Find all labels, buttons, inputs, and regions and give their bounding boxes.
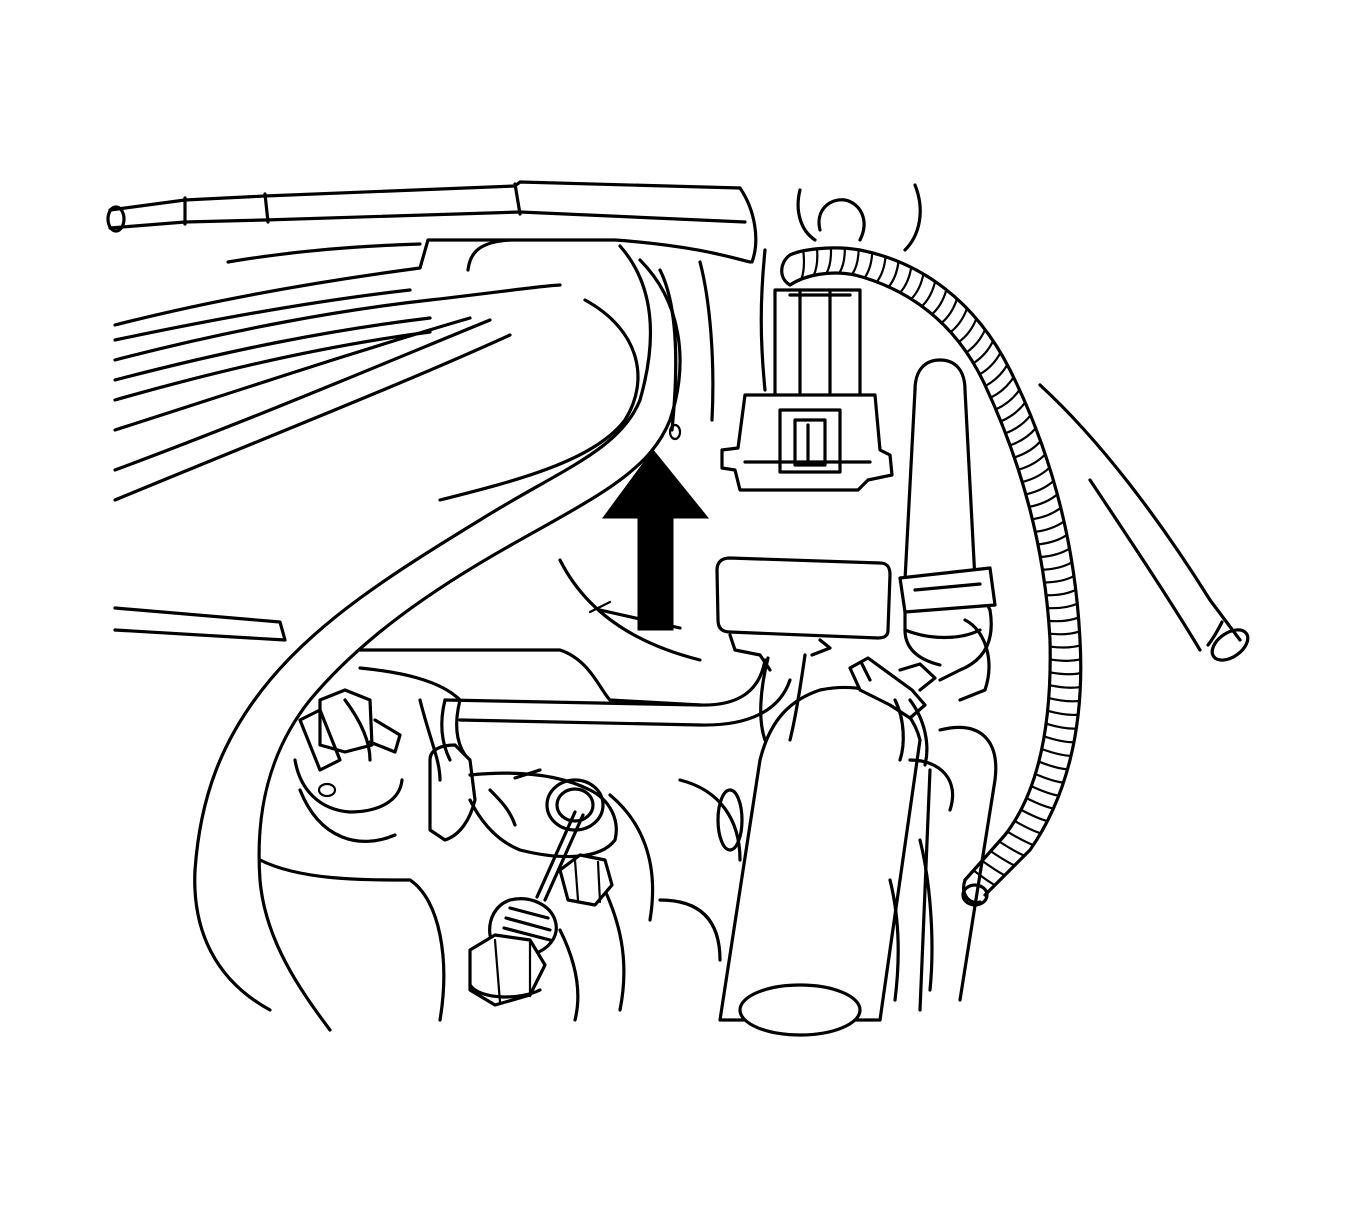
hose-clamp: [848, 656, 937, 767]
loom-rib: [1048, 630, 1081, 636]
loom-rib: [984, 363, 1009, 388]
loom-rib: [1034, 772, 1065, 784]
loom-rib: [999, 401, 1027, 423]
intake-manifold: [113, 238, 752, 1032]
vacuum-hose: [898, 358, 997, 702]
loom-rib: [899, 266, 913, 294]
loom-rib: [1024, 479, 1055, 496]
loom-rib: [1049, 658, 1082, 662]
loom-rib: [1037, 760, 1069, 771]
corrugated-wiring-loom: [780, 246, 1083, 907]
loom-rib: [1013, 819, 1042, 835]
loom-rib: [910, 272, 925, 301]
loom-rib: [1030, 785, 1060, 797]
loom-rib: [1013, 440, 1042, 459]
loom-rib: [1034, 520, 1066, 533]
loom-rib: [1025, 797, 1055, 810]
loom-rib: [887, 260, 900, 288]
loom-rib: [851, 248, 860, 276]
sensor-mount: [428, 743, 618, 859]
loom-rib: [1039, 547, 1071, 559]
loom-rib: [994, 388, 1021, 411]
loom-rib: [981, 859, 1006, 877]
loom-rib: [949, 307, 969, 334]
direction-arrow: [602, 449, 710, 631]
loom-rib: [1028, 493, 1059, 508]
loom-rib: [930, 288, 948, 316]
loom-rib: [989, 376, 1015, 399]
loom-rib: [1047, 696, 1081, 703]
mounting-bolt: [468, 810, 585, 1007]
loom-rib: [812, 247, 819, 277]
loom-rib: [1017, 453, 1047, 471]
loom-rib: [1049, 644, 1082, 649]
loom-rib: [1046, 602, 1079, 610]
engine-block: [258, 698, 744, 1022]
loom-rib: [1036, 533, 1068, 546]
loom-rib: [1008, 427, 1037, 447]
loom-rib: [1045, 588, 1077, 597]
loom-rib: [863, 251, 874, 279]
loom-rib: [965, 328, 987, 354]
loom-rib: [1043, 735, 1076, 744]
loom-rib: [825, 246, 833, 275]
loom-rib: [1021, 466, 1051, 484]
loom-rib: [1046, 709, 1080, 717]
coolant-hose: [718, 685, 998, 1037]
loom-rib: [1044, 722, 1078, 730]
loom-rib: [1043, 574, 1076, 584]
loom-rib: [838, 247, 846, 275]
harness-cable: [106, 180, 758, 264]
large-hose: [1038, 383, 1250, 662]
loom-rib: [1031, 506, 1062, 521]
loom-rib: [800, 249, 806, 281]
loom-rib: [920, 280, 937, 308]
loom-rib: [957, 317, 978, 344]
loom-rib: [1048, 684, 1082, 689]
retaining-nut: [558, 853, 614, 907]
loom-rib: [989, 850, 1016, 867]
loom-rib: [875, 255, 887, 284]
loom-rib: [998, 840, 1026, 857]
loom-rib: [972, 869, 996, 887]
wiring-harness-connector: [720, 288, 894, 492]
mounting-bracket: [759, 183, 922, 392]
fuel-line: [440, 658, 792, 762]
loom-rib: [940, 297, 959, 324]
loom-rib: [972, 339, 995, 365]
loom-rib: [1006, 830, 1035, 847]
sensor-connector: [715, 556, 892, 742]
loom-rib: [1041, 561, 1073, 571]
loom-rib: [978, 351, 1002, 376]
loom-rib: [1019, 808, 1049, 823]
loom-rib: [1048, 671, 1082, 676]
fuel-injector: [293, 688, 404, 843]
up-arrow-icon: [602, 449, 710, 631]
loom-rib: [1040, 747, 1073, 757]
loom-rib: [1004, 414, 1032, 435]
loom-rib: [1047, 616, 1080, 623]
